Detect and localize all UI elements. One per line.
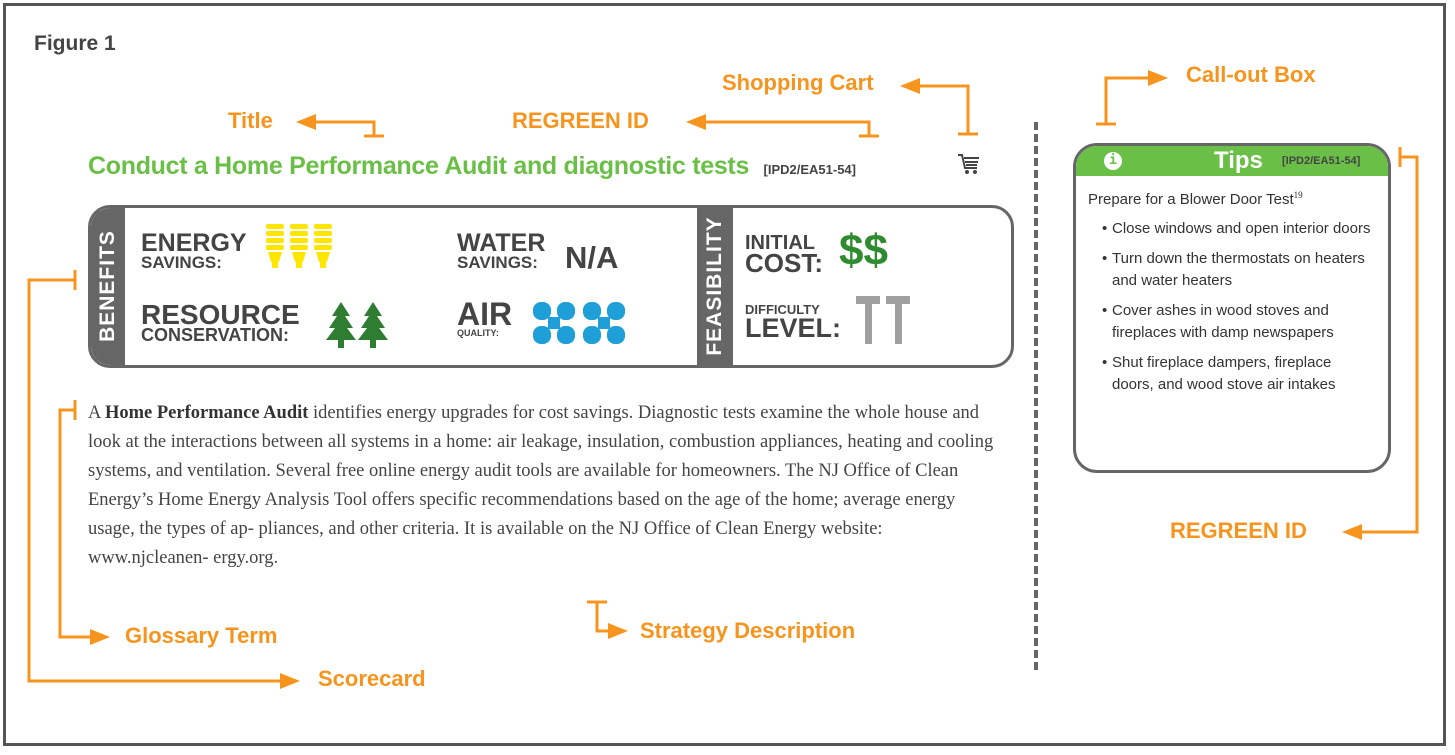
tips-id: [IPD2/EA51-54] — [1282, 155, 1361, 167]
strategy-id: [IPD2/EA51-54] — [763, 162, 856, 177]
tips-list: Close windows and open interior doors Tu… — [1102, 218, 1372, 404]
strategy-title: Conduct a Home Performance Audit and dia… — [88, 152, 750, 180]
tips-callout-box: i Tips [IPD2/EA51-54] Prepare for a Blow… — [1073, 143, 1391, 473]
resource-trees-icon — [326, 302, 388, 348]
column-divider — [1034, 122, 1038, 670]
figure-frame — [3, 3, 1446, 746]
info-icon: i — [1104, 152, 1122, 170]
initial-cost-label: INITIAL COST: — [745, 232, 823, 278]
figure-label: Figure 1 — [34, 32, 116, 55]
resource-conservation-label: RESOURCE CONSERVATION: — [141, 299, 300, 346]
strategy-title-line: Conduct a Home Performance Audit and dia… — [88, 152, 856, 181]
scorecard: BENEFITS FEASIBILITY ENERGY SAVINGS: WAT… — [88, 205, 1014, 368]
list-item: Cover ashes in wood stoves and fireplace… — [1102, 300, 1372, 344]
annotation-regreen-id-right: REGREEN ID — [1170, 518, 1307, 543]
list-item: Close windows and open interior doors — [1102, 218, 1372, 240]
annotation-shopping-cart: Shopping Cart — [722, 70, 874, 95]
air-fans-icon — [533, 302, 625, 344]
difficulty-hammers-icon — [856, 296, 910, 344]
strategy-description: A Home Performance Audit identifies ener… — [88, 403, 994, 568]
tips-intro: Prepare for a Blower Door Test19 — [1088, 190, 1303, 208]
annotation-glossary-term: Glossary Term — [125, 623, 278, 648]
energy-savings-label: ENERGY SAVINGS: — [141, 229, 247, 272]
annotation-strategy-description: Strategy Description — [640, 618, 856, 643]
list-item: Turn down the thermostats on heaters and… — [1102, 248, 1372, 292]
air-quality-label: AIR QUALITY: — [457, 296, 513, 338]
annotation-scorecard: Scorecard — [318, 666, 426, 691]
annotation-title: Title — [228, 108, 273, 133]
list-item: Shut fireplace dampers, fireplace doors,… — [1102, 352, 1372, 396]
difficulty-level-label: DIFFICULTY LEVEL: — [745, 302, 842, 343]
water-savings-value: N/A — [565, 240, 619, 275]
glossary-term[interactable]: Home Performance Audit — [104, 403, 309, 423]
energy-bulbs-icon — [266, 224, 332, 268]
tips-header: i Tips [IPD2/EA51-54] — [1076, 146, 1388, 176]
water-savings-label: WATER SAVINGS: — [457, 229, 546, 272]
benefits-band: BENEFITS — [91, 208, 125, 365]
initial-cost-value: $$ — [839, 226, 888, 275]
shopping-cart-icon[interactable] — [957, 152, 981, 176]
tips-title: Tips — [1214, 147, 1263, 174]
annotation-callout-box: Call-out Box — [1186, 62, 1316, 87]
annotation-regreen-id: REGREEN ID — [512, 108, 649, 133]
feasibility-band: FEASIBILITY — [697, 208, 733, 365]
